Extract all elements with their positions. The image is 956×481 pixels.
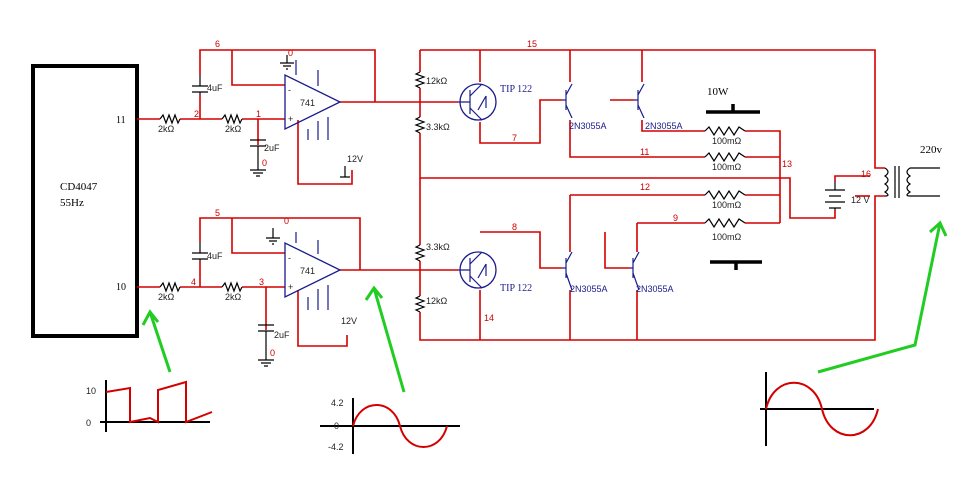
sine-ymin: -4.2	[328, 442, 344, 452]
square-ymax: 10	[86, 386, 96, 396]
ic-pin-10: 10	[116, 282, 126, 293]
r-in-bot-1-label: 2kΩ	[158, 292, 175, 302]
brace-bottom	[710, 260, 762, 270]
ic-frequency: 55Hz	[60, 197, 84, 209]
opamp-bottom: - + 741	[284, 232, 342, 310]
output-voltage-label: 220v	[920, 144, 943, 156]
r-em-1-label: 100mΩ	[712, 136, 742, 146]
annotation-arrows	[141, 220, 948, 393]
node-14: 14	[484, 313, 494, 323]
square-wave-plot: 10 0	[86, 380, 213, 432]
opamp-bottom-minus: -	[288, 253, 291, 263]
c-bot-fb-label: 4uF	[207, 251, 223, 261]
square-ymin: 0	[86, 418, 91, 428]
resistors	[159, 71, 746, 313]
r-bot-12k-label: 12kΩ	[426, 296, 448, 306]
node-12: 12	[640, 182, 650, 192]
supply-bottom-label: 12V	[341, 316, 357, 326]
node-13: 13	[782, 159, 792, 169]
opamp-top-plus: +	[288, 114, 293, 124]
r-bot-33k-label: 3.3kΩ	[426, 242, 450, 252]
q-bot-2-label: 2N3055A	[636, 284, 674, 294]
r-in-top-2-label: 2kΩ	[225, 124, 242, 134]
sine-zero: 0	[334, 421, 339, 431]
power-stage-wires	[419, 49, 885, 341]
r-em-4-label: 100mΩ	[712, 232, 742, 242]
darlington-bottom	[458, 251, 497, 289]
node-8: 8	[512, 222, 517, 232]
opamp-bottom-plus: +	[288, 282, 293, 292]
node-5: 5	[215, 208, 220, 218]
ic-name: CD4047	[60, 181, 98, 193]
q-top-1-label: 2N3055A	[569, 121, 607, 131]
sine-ymax: 4.2	[331, 398, 344, 408]
node-15: 15	[527, 39, 537, 49]
brace-top	[706, 104, 760, 114]
battery-symbol	[825, 182, 845, 210]
capacitors	[192, 75, 274, 348]
q-bot-1-label: 2N3055A	[570, 284, 608, 294]
power-rating-label: 10W	[707, 86, 729, 98]
output-wave-plot	[760, 372, 879, 446]
battery-label: 12 V	[851, 195, 870, 205]
node-6: 6	[215, 39, 220, 49]
r-in-bot-2-label: 2kΩ	[225, 292, 242, 302]
sine-wave-plot: 4.2 0 -4.2	[320, 398, 460, 454]
opamp-top: - + 741	[284, 60, 342, 140]
opamp-bottom-label: 741	[300, 266, 315, 276]
r-in-top-1-label: 2kΩ	[158, 124, 175, 134]
node-0-top: 0	[288, 48, 293, 58]
r-top-12k-label: 12kΩ	[426, 76, 448, 86]
node-7: 7	[512, 133, 517, 143]
q-top-2-label: 2N3055A	[645, 121, 683, 131]
opamp-top-label: 741	[300, 98, 315, 108]
ground-symbols	[250, 55, 350, 367]
transformer	[883, 166, 940, 198]
node-3: 3	[259, 277, 264, 287]
darlington-top-label: TIP 122	[500, 84, 532, 95]
node-1: 1	[256, 109, 261, 119]
ic-pin-11: 11	[116, 115, 126, 126]
node-16: 16	[861, 169, 871, 179]
opamp-top-minus: -	[288, 85, 291, 95]
supply-top-label: 12V	[347, 154, 363, 164]
c-top-fb-label: 4uF	[207, 83, 223, 93]
node-4: 4	[191, 277, 196, 287]
cd4047-block	[31, 64, 139, 338]
c-bot-gnd-label: 2uF	[274, 330, 290, 340]
node-0-top-cap: 0	[262, 158, 267, 168]
darlington-bottom-label: TIP 122	[500, 283, 532, 294]
r-em-3-label: 100mΩ	[712, 200, 742, 210]
node-9: 9	[673, 213, 678, 223]
node-0-bottom-cap: 0	[270, 348, 275, 358]
r-em-2-label: 100mΩ	[712, 162, 742, 172]
c-top-gnd-label: 2uF	[264, 143, 280, 153]
node-11: 11	[640, 147, 649, 157]
top-channel-wires	[137, 49, 420, 185]
darlington-top	[458, 83, 497, 121]
bottom-channel-wires	[137, 217, 420, 347]
node-0-bottom: 0	[284, 216, 289, 226]
r-top-33k-label: 3.3kΩ	[426, 122, 450, 132]
node-2: 2	[194, 109, 199, 119]
power-transistors	[562, 83, 645, 291]
